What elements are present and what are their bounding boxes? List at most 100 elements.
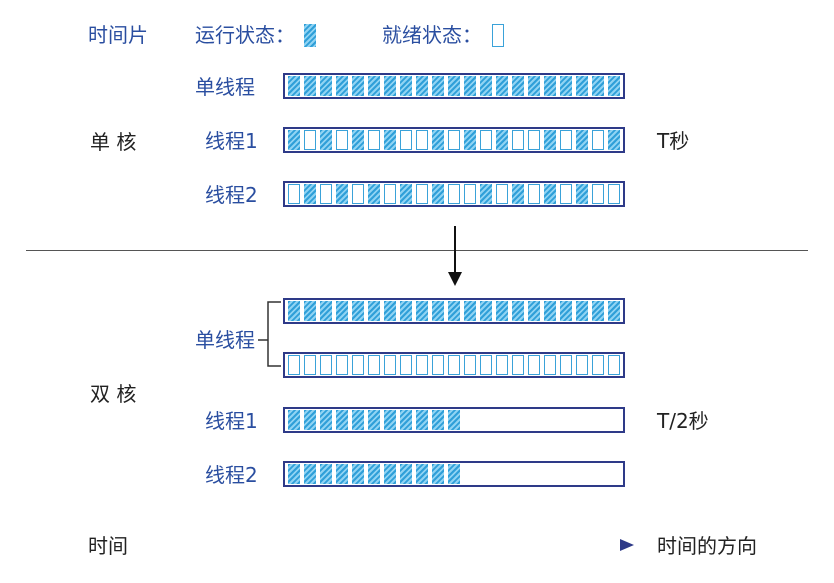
single-core-label: 单 核: [90, 130, 137, 154]
ready-slice: [464, 184, 476, 204]
running-slice: [304, 76, 316, 96]
ready-slice: [336, 355, 348, 375]
running-slice: [608, 130, 620, 150]
ready-slice: [288, 184, 300, 204]
running-slice: [320, 464, 332, 484]
running-slice: [592, 76, 604, 96]
running-slice: [448, 464, 460, 484]
ready-slice: [448, 355, 460, 375]
ready-slice: [528, 184, 540, 204]
running-slice: [288, 464, 300, 484]
running-slice: [576, 130, 588, 150]
running-slice: [352, 410, 364, 430]
dc-row-3-bar: [283, 407, 625, 433]
running-slice: [560, 301, 572, 321]
sc-row-3-bar: [283, 181, 625, 207]
ready-slice: [480, 355, 492, 375]
ready-slice: [400, 355, 412, 375]
dual-core-time: T/2秒: [657, 409, 709, 433]
ready-slice: [528, 355, 540, 375]
running-slice: [352, 130, 364, 150]
running-slice: [336, 301, 348, 321]
running-slice: [384, 464, 396, 484]
ready-slice: [336, 130, 348, 150]
running-slice: [336, 184, 348, 204]
running-slice: [448, 76, 460, 96]
running-slice: [352, 464, 364, 484]
running-slice: [320, 76, 332, 96]
running-slice: [384, 410, 396, 430]
running-slice: [384, 301, 396, 321]
ready-slice: [416, 355, 428, 375]
running-slice: [336, 464, 348, 484]
running-slice: [288, 301, 300, 321]
running-slice: [336, 410, 348, 430]
running-slice: [432, 464, 444, 484]
running-slice: [416, 410, 428, 430]
running-slice: [432, 184, 444, 204]
running-slice: [576, 301, 588, 321]
running-slice: [352, 76, 364, 96]
ready-slice: [496, 184, 508, 204]
running-slice: [464, 76, 476, 96]
running-slice: [368, 184, 380, 204]
running-slice: [416, 464, 428, 484]
sc-row-2-bar: [283, 127, 625, 153]
running-slice: [480, 184, 492, 204]
ready-slice: [352, 355, 364, 375]
running-slice: [432, 301, 444, 321]
running-slice: [496, 76, 508, 96]
running-slice: [432, 130, 444, 150]
running-slice: [368, 301, 380, 321]
ready-slice: [400, 130, 412, 150]
single-core-time: T秒: [657, 129, 690, 153]
running-slice: [512, 76, 524, 96]
dc-bracket-label: 单线程: [195, 328, 255, 352]
ready-slice: [448, 130, 460, 150]
running-slice: [416, 76, 428, 96]
down-arrow-icon: [448, 226, 462, 286]
running-slice: [512, 301, 524, 321]
ready-slice: [384, 184, 396, 204]
legend-ready-label: 就绪状态：: [382, 23, 482, 47]
sc-row-1-bar: [283, 73, 625, 99]
ready-slice: [560, 355, 572, 375]
running-slice: [448, 301, 460, 321]
ready-slice: [560, 184, 572, 204]
dc-row-3-label: 线程1: [205, 409, 258, 433]
running-slice: [352, 301, 364, 321]
ready-slice: [416, 184, 428, 204]
ready-slice: [592, 130, 604, 150]
running-slice: [288, 410, 300, 430]
running-slice: [544, 76, 556, 96]
dual-core-label: 双 核: [90, 382, 137, 406]
dc-bracket: [258, 301, 281, 367]
ready-slice: [304, 130, 316, 150]
sc-row-1-label: 单线程: [195, 75, 255, 99]
running-slice: [608, 301, 620, 321]
ready-slice: [608, 355, 620, 375]
running-slice: [384, 130, 396, 150]
ready-slice: [288, 355, 300, 375]
running-slice: [368, 410, 380, 430]
running-slice: [448, 410, 460, 430]
running-slice: [496, 130, 508, 150]
timeline-end-label: 时间的方向: [657, 534, 757, 558]
running-slice: [400, 301, 412, 321]
running-slice: [400, 410, 412, 430]
ready-slice: [320, 184, 332, 204]
ready-slice: [352, 184, 364, 204]
dc-row-1-bar: [283, 298, 625, 324]
running-slice: [576, 184, 588, 204]
running-slice: [512, 184, 524, 204]
running-slice: [288, 76, 300, 96]
running-slice: [432, 410, 444, 430]
running-slice: [320, 410, 332, 430]
running-slice: [592, 301, 604, 321]
running-slice: [304, 410, 316, 430]
legend-running-label: 运行状态：: [195, 23, 295, 47]
ready-slice: [560, 130, 572, 150]
running-slice: [400, 76, 412, 96]
ready-slice: [320, 355, 332, 375]
